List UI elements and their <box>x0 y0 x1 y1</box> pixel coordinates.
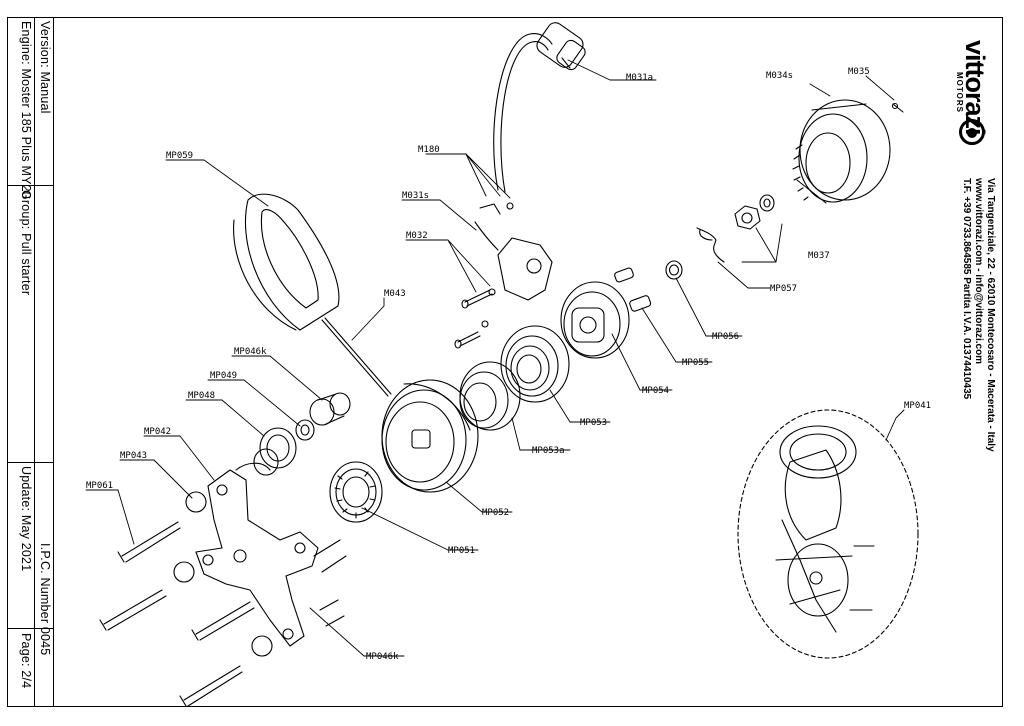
callout-M037: M037 <box>808 251 830 261</box>
callout-MP052: MP052 <box>482 508 509 518</box>
callout-M032: M032 <box>406 231 428 241</box>
title-divider-3 <box>7 628 54 629</box>
spark-plug-lead-part <box>493 22 586 193</box>
callout-M035: M035 <box>848 67 870 77</box>
callout-MP041: MP041 <box>904 401 931 411</box>
pawl-part <box>614 267 652 312</box>
washer-part <box>665 260 683 280</box>
callout-MP057: MP057 <box>770 284 797 294</box>
callout-MP049: MP049 <box>210 371 237 381</box>
spring-clip-part <box>696 227 725 263</box>
callout-MP051: MP051 <box>448 546 475 556</box>
callout-MP048: MP048 <box>188 391 215 401</box>
spring-cassette-part <box>459 361 521 431</box>
callout-MP043: MP043 <box>120 451 147 461</box>
ignition-coil-part <box>474 202 553 301</box>
callout-MP059: MP059 <box>166 151 193 161</box>
recoil-spring-part <box>500 325 570 403</box>
nut-washer-part <box>734 194 775 230</box>
mounting-bracket-part <box>195 462 319 647</box>
callout-M031s: M031s <box>402 191 429 201</box>
starter-rope-part <box>321 317 392 397</box>
callout-MP046k-top: MP046k <box>234 347 267 357</box>
starter-handle-part <box>233 193 340 331</box>
ratchet-plate-part <box>560 281 630 359</box>
one-way-clutch-part <box>329 461 383 523</box>
leader-lines <box>85 59 905 657</box>
title-divider-1 <box>7 185 54 186</box>
callout-labels: M031a M034s M035 M180 M031s MP059 M032 M… <box>86 67 931 662</box>
callout-M031a: M031a <box>626 73 653 83</box>
drawing-border <box>7 17 1003 707</box>
pin-part <box>891 102 904 113</box>
callout-M180: M180 <box>418 145 440 155</box>
callout-MP056: MP056 <box>712 332 739 342</box>
bolt-part <box>454 288 496 349</box>
title-block-inner <box>35 17 54 707</box>
title-block-outer <box>7 17 35 707</box>
callout-MP054: MP054 <box>642 386 669 396</box>
callout-M043: M043 <box>384 289 406 299</box>
rope-pulley-part <box>381 379 479 493</box>
callout-MP046k-bottom: MP046k <box>366 652 399 662</box>
callout-MP055: MP055 <box>682 358 709 368</box>
callout-MP053: MP053 <box>580 418 607 428</box>
pulley-cover-part <box>792 99 891 204</box>
callout-MP061: MP061 <box>86 481 113 491</box>
assembled-view-part <box>737 409 919 659</box>
brand-emblem-icon <box>959 119 985 145</box>
callout-MP042: MP042 <box>144 427 171 437</box>
spacer-part <box>253 392 351 476</box>
callout-M034s: M034s <box>766 71 793 81</box>
mounting-bolt-part <box>99 521 255 707</box>
title-divider-2 <box>7 462 54 463</box>
callout-MP053a: MP053a <box>532 446 565 456</box>
